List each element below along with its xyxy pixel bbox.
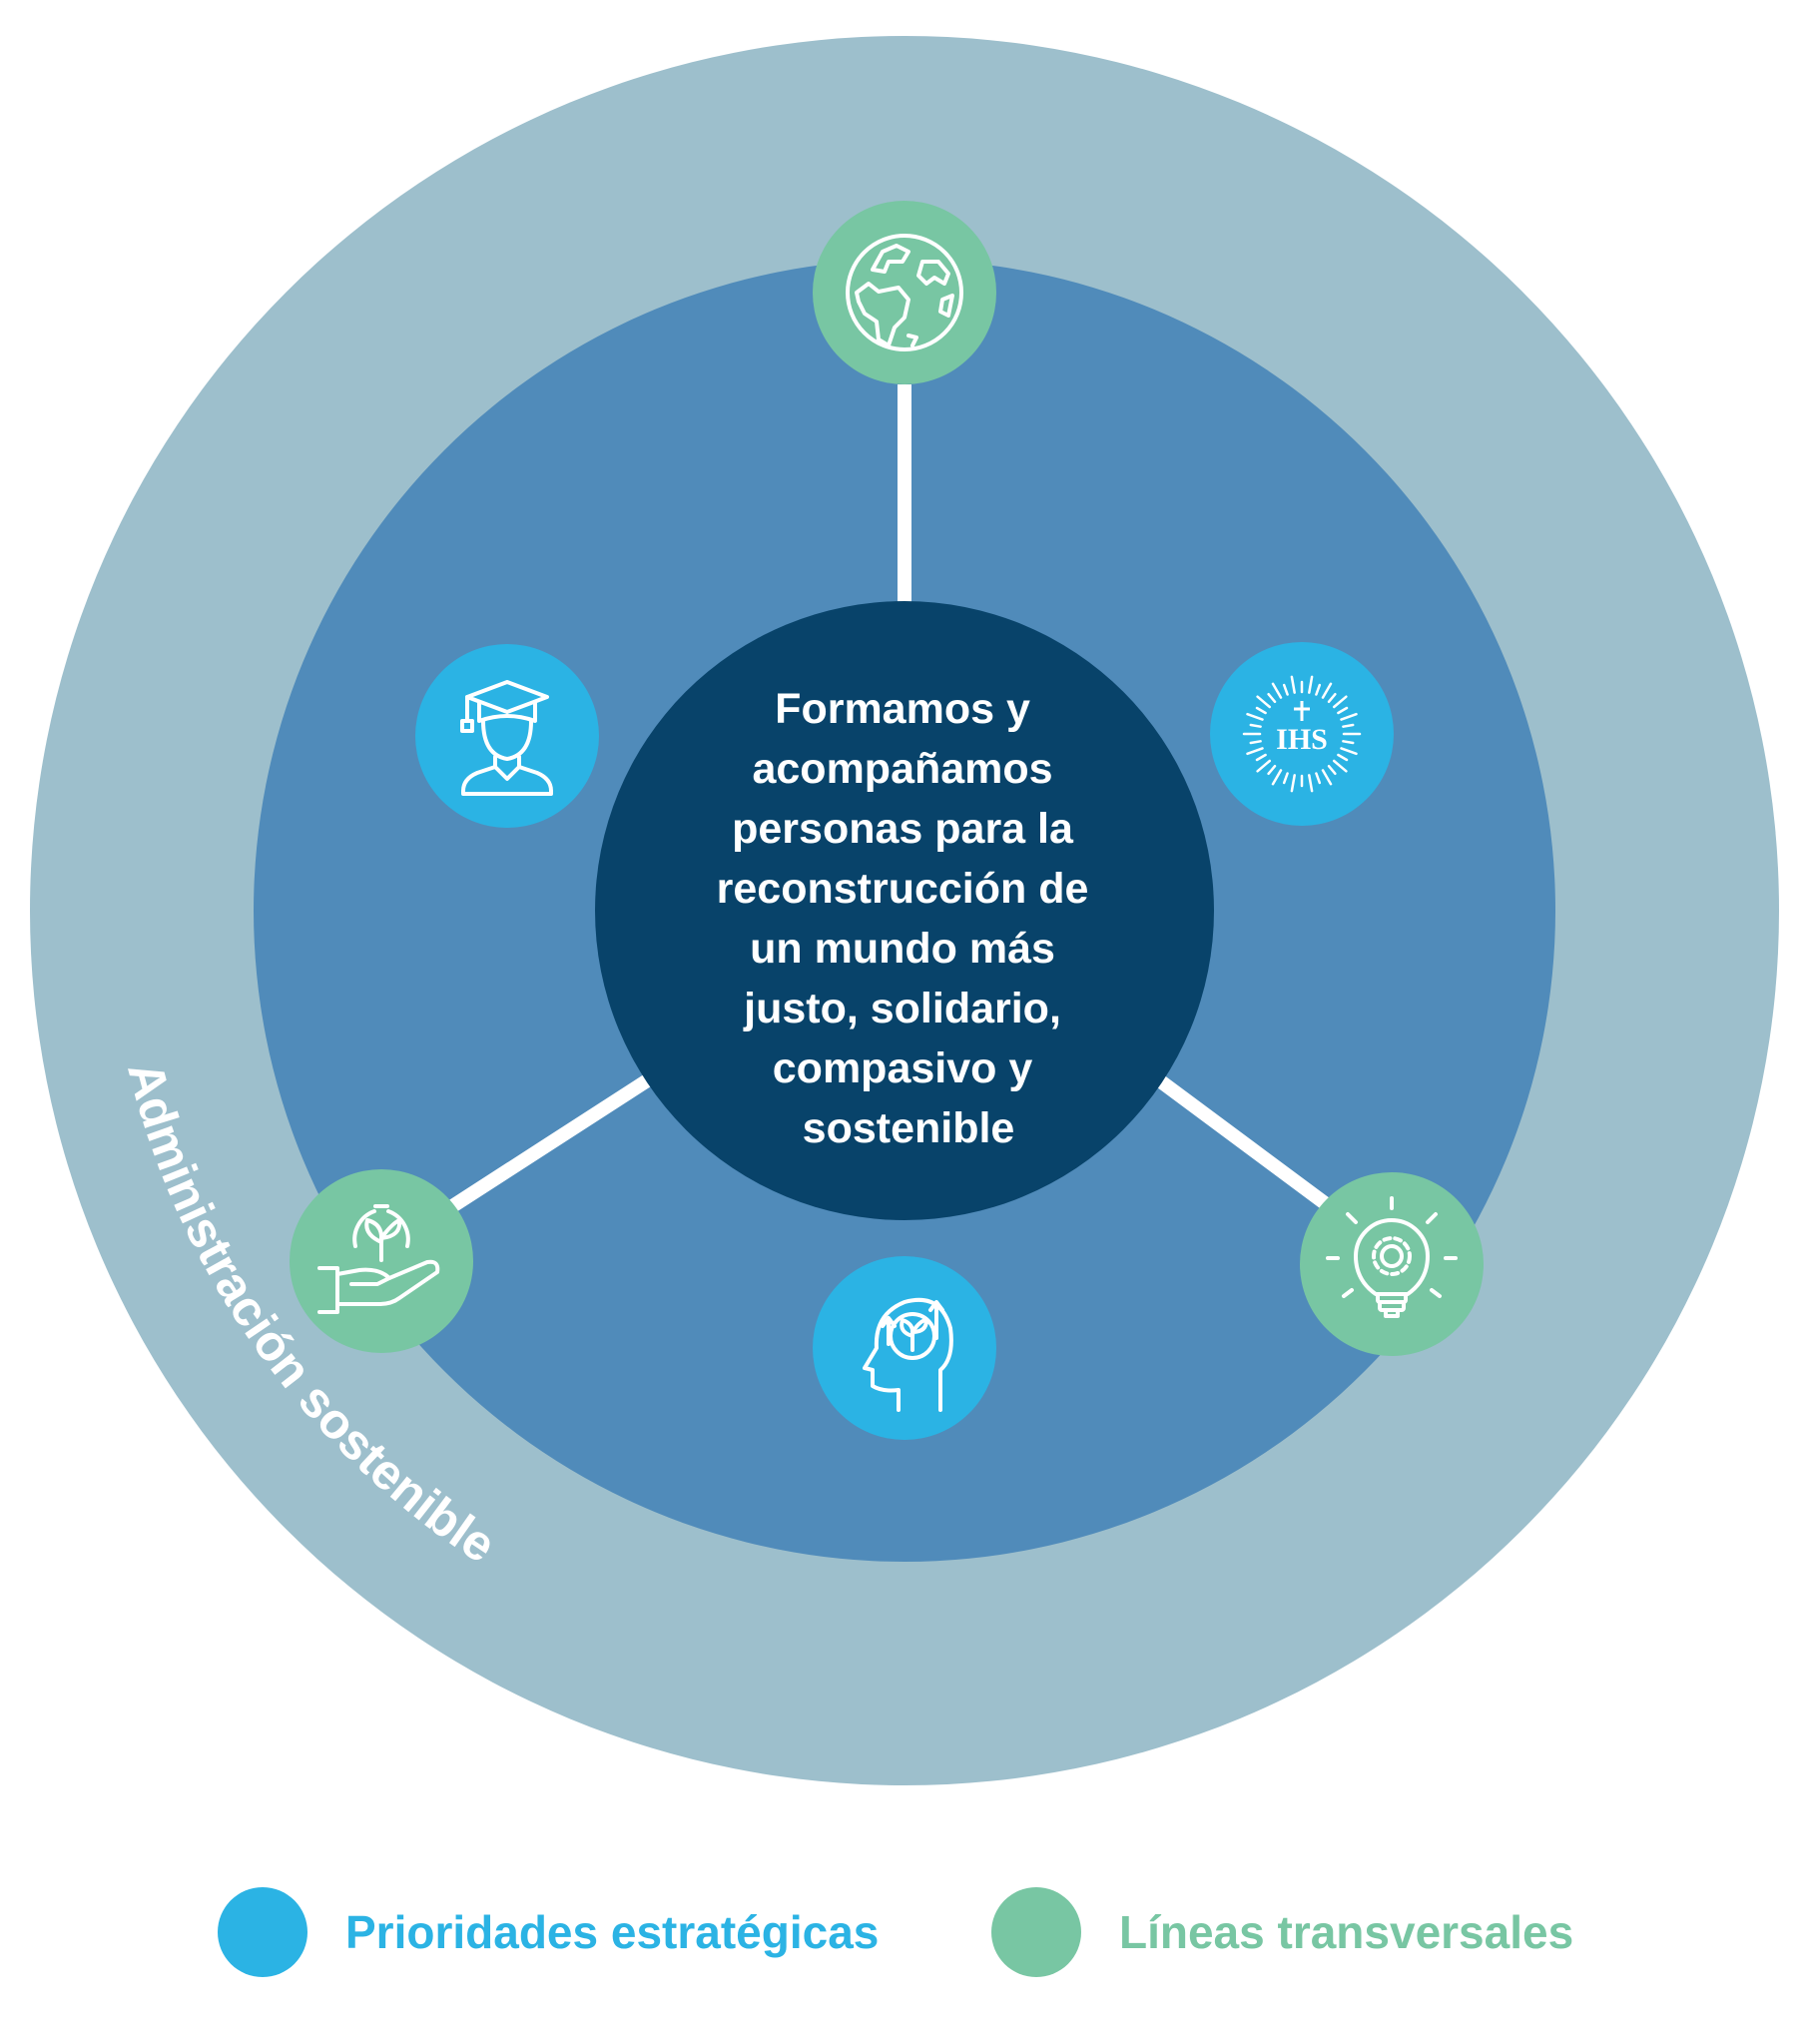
ihs-ray <box>1321 769 1333 786</box>
node-hand-plant <box>290 1169 473 1353</box>
ihs-ray <box>1282 772 1289 785</box>
center-statement: Formamos y acompañamos personas para la … <box>717 685 1101 1152</box>
node-bulb-gear <box>1300 1172 1484 1356</box>
node-globe <box>813 201 996 384</box>
hand-plant-icon <box>317 1204 440 1314</box>
center-line: acompañamos <box>752 745 1052 793</box>
ihs-ray <box>1255 706 1267 715</box>
bulb-gear-icon <box>1326 1196 1458 1318</box>
ihs-ray <box>1321 682 1333 699</box>
ihs-ray <box>1290 675 1296 694</box>
ihs-ray <box>1271 769 1283 786</box>
center-line: personas para la <box>732 805 1074 853</box>
ihs-ray <box>1256 759 1272 773</box>
legend-priority-label: Prioridades estratégicas <box>345 1906 880 1958</box>
center-line: sostenible <box>803 1104 1015 1152</box>
ihs-ray <box>1249 723 1262 728</box>
ihs-ray <box>1332 759 1348 773</box>
ihs-ray <box>1256 695 1272 709</box>
ihs-ray <box>1267 692 1277 704</box>
ihs-ray <box>1282 683 1289 696</box>
graduate-icon <box>460 680 553 796</box>
legend-transversal-label: Líneas transversales <box>1119 1906 1574 1958</box>
ihs-ray <box>1246 712 1264 721</box>
ihs-ray <box>1246 747 1264 756</box>
ihs-ray <box>1340 712 1358 721</box>
ihs-ray <box>1315 683 1322 696</box>
ihs-ray <box>1255 753 1267 762</box>
ihs-ray <box>1337 706 1349 715</box>
ihs-ray <box>1327 692 1337 704</box>
center-circle <box>595 601 1214 1220</box>
center-line: un mundo más <box>750 925 1055 973</box>
ihs-emblem-icon <box>1242 675 1362 793</box>
ihs-ray <box>1337 753 1349 762</box>
ihs-ray <box>1315 772 1322 785</box>
ihs-ray <box>1340 747 1358 756</box>
legend-priority: Prioridades estratégicas <box>218 1887 879 1977</box>
legend-transversal-swatch <box>991 1887 1081 1977</box>
center-line: justo, solidario, <box>743 985 1061 1032</box>
ihs-ray <box>1267 764 1277 776</box>
node-graduate <box>415 644 599 828</box>
ihs-cross-icon <box>1294 701 1310 721</box>
center-line: compasivo y <box>773 1044 1033 1092</box>
head-growth-icon <box>863 1297 953 1412</box>
legend-transversal: Líneas transversales <box>991 1887 1573 1977</box>
ihs-ray <box>1290 774 1296 793</box>
center-line: Formamos y <box>775 685 1030 733</box>
ihs-emblem-text: IHS <box>1276 723 1328 756</box>
node-ihs: IHS <box>1210 642 1394 826</box>
ihs-ray <box>1342 740 1355 745</box>
ihs-ray <box>1308 675 1314 694</box>
ihs-ray <box>1327 764 1337 776</box>
globe-icon <box>846 234 963 351</box>
node-head-growth <box>813 1256 996 1440</box>
ihs-ray <box>1271 682 1283 699</box>
ihs-ray <box>1308 774 1314 793</box>
ihs-ray <box>1342 723 1355 728</box>
legend-priority-swatch <box>218 1887 307 1977</box>
ihs-ray <box>1332 695 1348 709</box>
ihs-ray <box>1249 740 1262 745</box>
center-line: reconstrucción de <box>717 865 1089 913</box>
